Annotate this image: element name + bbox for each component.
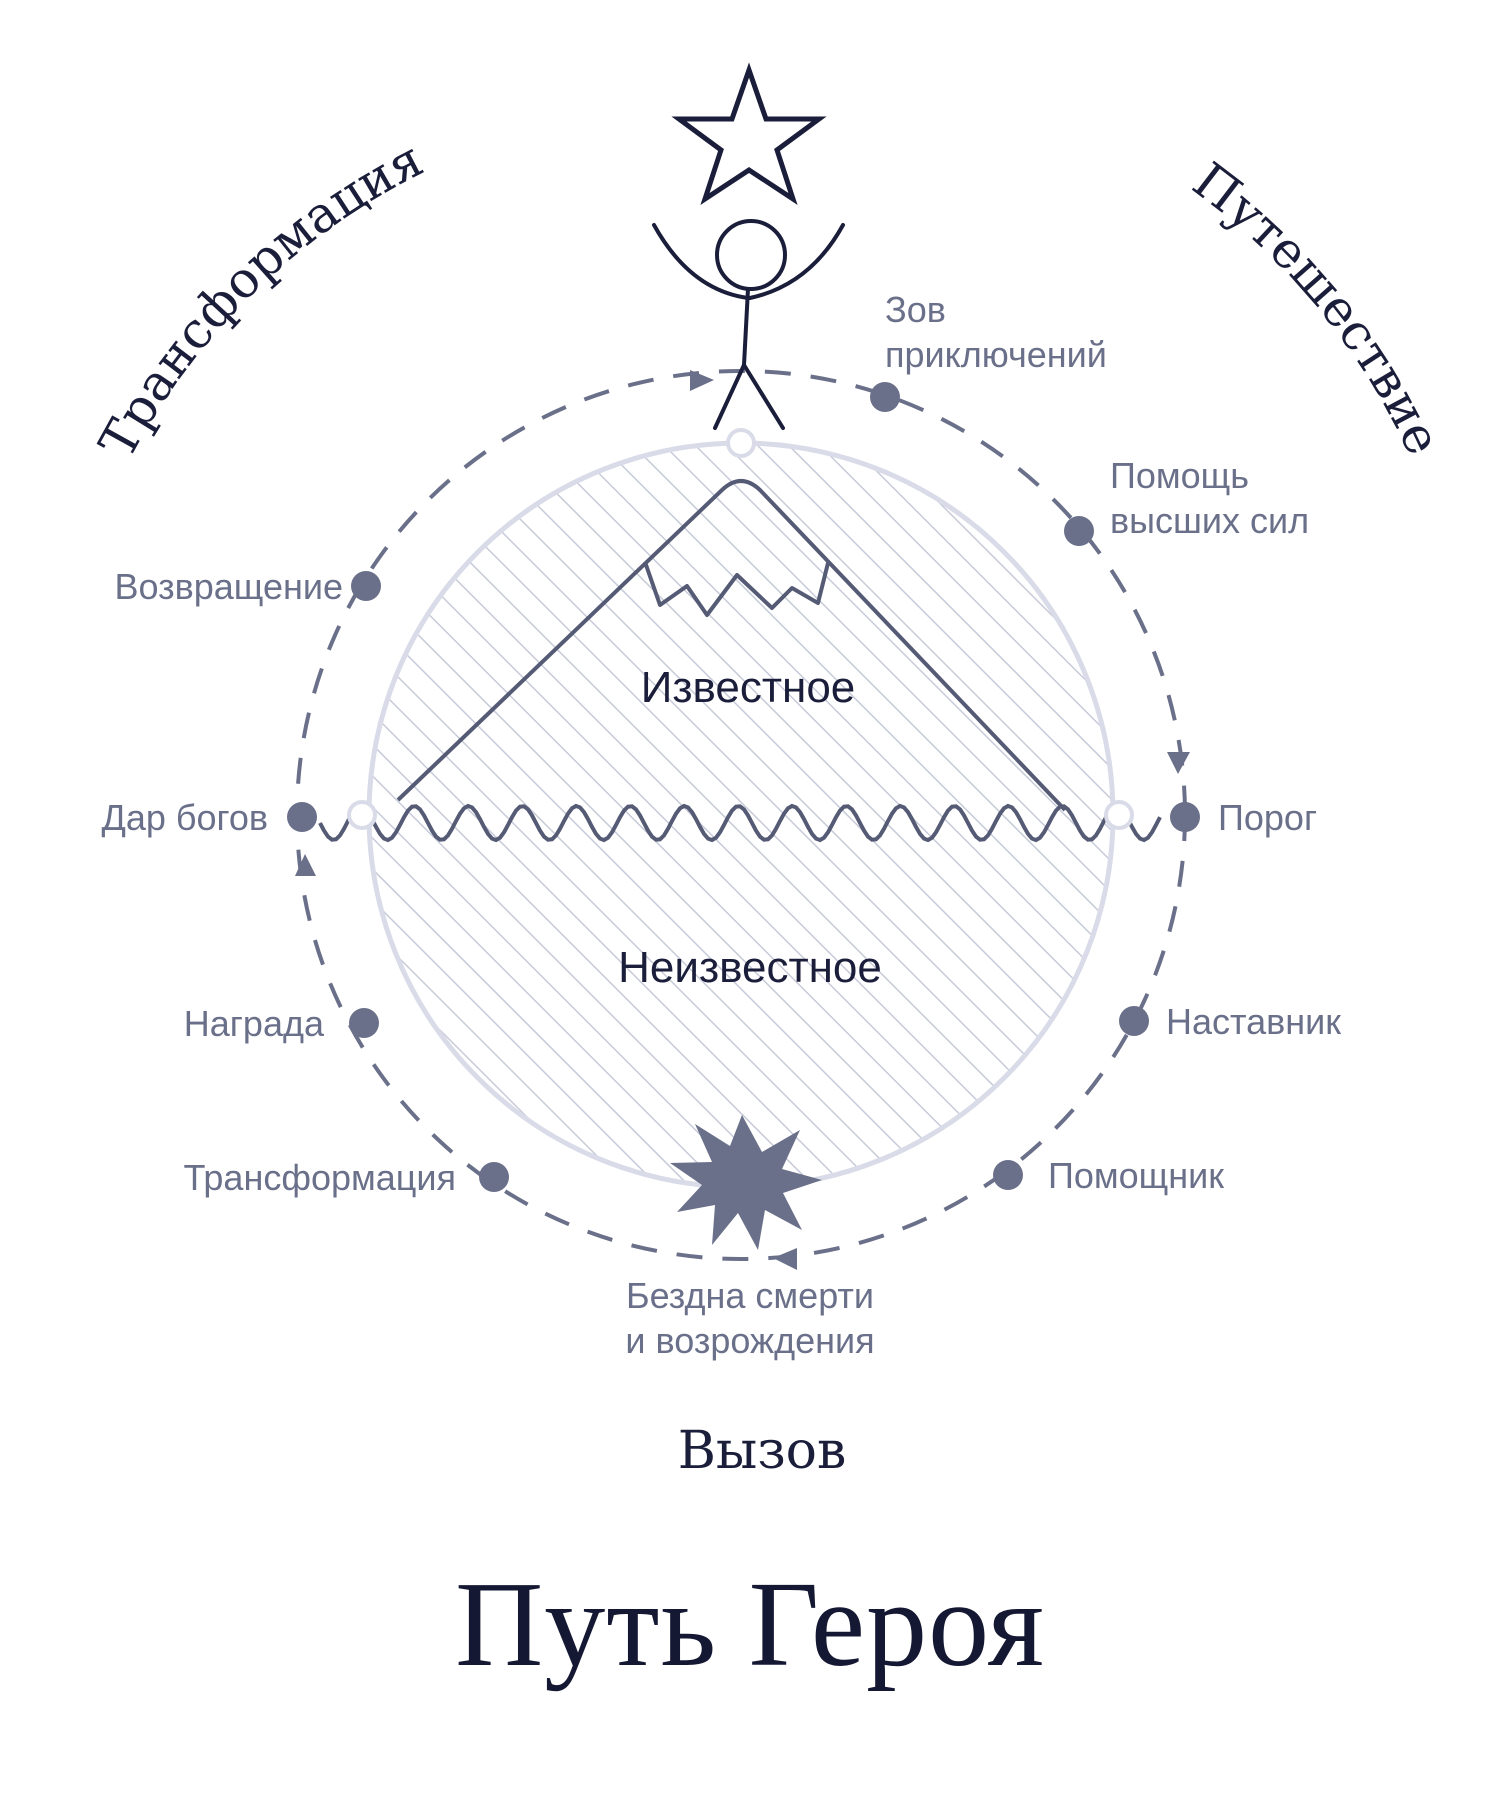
left-node <box>347 800 377 830</box>
mountain-icon <box>396 479 1067 812</box>
stage-label-return: Возвращение <box>114 566 343 607</box>
stage-label-mentor: Наставник <box>1166 1001 1341 1042</box>
arrow-right-icon <box>1167 752 1190 774</box>
arc-title-right: Путешествие <box>1182 151 1452 463</box>
zone-known-label: Известное <box>641 663 856 712</box>
stage-dot-transformation <box>479 1162 509 1192</box>
stage-label-abyss-1: Бездна смерти <box>626 1275 874 1316</box>
stage-dot-threshold <box>1170 802 1200 832</box>
stage-dot-call <box>870 382 900 412</box>
stage-label-threshold: Порог <box>1218 797 1317 838</box>
wave-line <box>318 803 1162 843</box>
stage-dot-helper <box>993 1160 1023 1190</box>
arrow-bottom-icon <box>773 1248 797 1270</box>
stage-dot-mentor <box>1119 1006 1149 1036</box>
stage-dot-help <box>1064 516 1094 546</box>
stage-label-help-2: высших сил <box>1110 500 1309 541</box>
right-node <box>1104 800 1134 830</box>
stick-figure-icon <box>652 219 845 430</box>
page-title: Путь Героя <box>455 1557 1045 1692</box>
bottom-label-challenge: Вызов <box>678 1421 847 1481</box>
stage-label-helper: Помощник <box>1048 1155 1224 1196</box>
stage-label-call-2: приключений <box>885 334 1107 375</box>
burst-icon <box>670 1115 822 1250</box>
stage-label-call-1: Зов <box>885 289 946 330</box>
peak-node <box>726 428 756 458</box>
stage-label-gift: Дар богов <box>101 797 268 838</box>
stage-label-help-1: Помощь <box>1110 455 1249 496</box>
stage-label-abyss-2: и возрождения <box>625 1320 874 1361</box>
stage-dots <box>287 382 1200 1192</box>
stage-label-reward: Награда <box>184 1003 325 1044</box>
star-icon <box>671 62 827 206</box>
arc-title-left: Трансформация <box>88 130 432 468</box>
stage-dot-gift <box>287 802 317 832</box>
arrow-top-icon <box>690 370 714 391</box>
stage-dot-return <box>351 571 381 601</box>
arrow-left-icon <box>295 854 316 876</box>
zone-unknown-label: Неизвестное <box>618 943 882 992</box>
stage-dot-reward <box>349 1008 379 1038</box>
stage-label-transformation: Трансформация <box>183 1157 456 1198</box>
